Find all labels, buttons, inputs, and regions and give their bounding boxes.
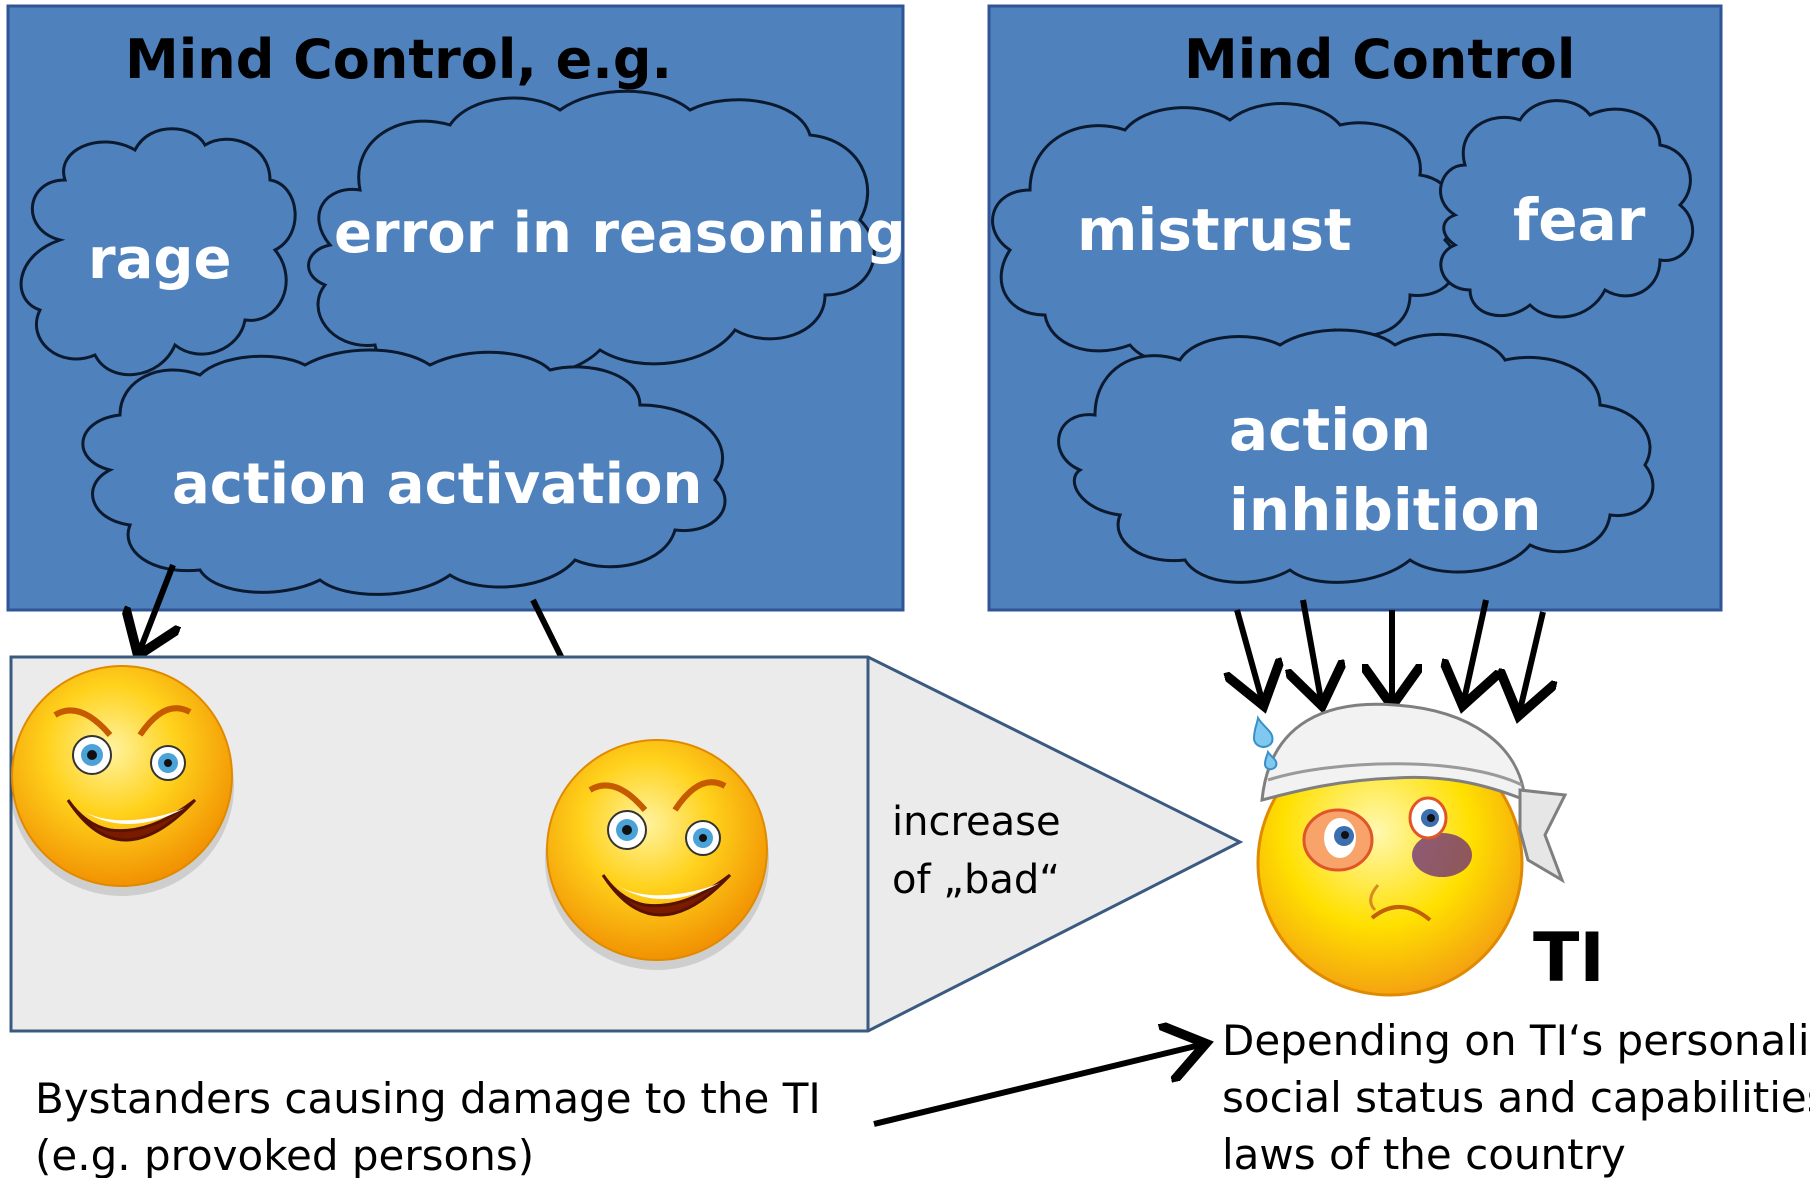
- mistrust-cloud: mistrust: [991, 102, 1458, 366]
- error-in-reasoning-label: error in reasoning: [334, 201, 906, 266]
- action-inhibition-cloud-shape: [1057, 328, 1655, 584]
- angry-face-right-pupil-right: [699, 834, 707, 842]
- arrow-to-bystander-left: [140, 563, 173, 650]
- ti-bandage-band: [1267, 762, 1523, 787]
- action-activation-cloud-shape: [81, 348, 727, 596]
- angry-face-left-head: [11, 665, 233, 887]
- sweat-drop-icon-small: [1263, 749, 1278, 771]
- ti-eye-left-pupil: [1341, 831, 1349, 839]
- ti-label: TI: [1533, 919, 1605, 998]
- ti-bandage-knot: [1518, 788, 1568, 884]
- angry-face-right-pupil-left: [622, 825, 632, 835]
- action-inhibition-label-line1: action: [1229, 396, 1431, 464]
- rage-label: rage: [88, 227, 231, 292]
- angry-face-left: [10, 665, 234, 896]
- right-panel-title: Mind Control: [1184, 28, 1575, 91]
- sweat-drop-icon: [1252, 715, 1274, 748]
- angry-face-right: [545, 739, 769, 970]
- ti-injured-face: [1252, 702, 1568, 997]
- action-inhibition-label-line2: inhibition: [1229, 476, 1542, 544]
- action-activation-label: action activation: [172, 452, 702, 517]
- angry-face-left-brow-right: [137, 705, 192, 737]
- left-mind-control-panel: Mind Control, e.g. rage error in reasoni…: [6, 4, 906, 612]
- angry-face-left-pupil-left: [87, 750, 97, 760]
- callout-text-line2: of „bad“: [892, 857, 1060, 903]
- rage-cloud: rage: [19, 127, 297, 377]
- fear-cloud-shape: [1439, 99, 1695, 319]
- bystanders-to-depending-arrow: [873, 1045, 1200, 1127]
- angry-face-right-brow-left: [588, 782, 648, 812]
- action-inhibition-cloud: action inhibition: [1057, 328, 1655, 584]
- depending-text-line3: laws of the country: [1222, 1130, 1626, 1178]
- right-mind-control-panel: Mind Control mistrust fear action inhibi…: [987, 4, 1723, 612]
- angry-face-right-head: [546, 739, 768, 961]
- inhibition-arrows: [1237, 599, 1543, 710]
- angry-face-right-mouth: [601, 873, 732, 917]
- action-activation-cloud: action activation: [81, 348, 727, 596]
- angry-face-left-mouth: [66, 798, 197, 842]
- ti-eye-right-bruise: [1412, 833, 1472, 877]
- angry-face-left-brow-left: [53, 707, 113, 737]
- fear-label: fear: [1513, 186, 1646, 254]
- depending-text-line2: social status and capabilities;: [1222, 1073, 1810, 1122]
- ti-cheek-line: [1369, 884, 1380, 912]
- inhibition-arrow-4: [1464, 599, 1486, 700]
- bystanders-caption-line1: Bystanders causing damage to the TI: [35, 1074, 821, 1123]
- fear-cloud: fear: [1439, 99, 1695, 319]
- mistrust-label: mistrust: [1077, 196, 1352, 264]
- left-panel-title: Mind Control, e.g.: [125, 28, 672, 91]
- rage-cloud-shape: [19, 127, 297, 377]
- ti-bandage: [1260, 702, 1527, 803]
- angry-face-right-teeth: [613, 883, 720, 899]
- callout-text-line1: increase: [892, 799, 1061, 845]
- bystanders-caption-line2: (e.g. provoked persons): [35, 1131, 534, 1178]
- inhibition-arrow-2: [1303, 599, 1321, 700]
- angry-face-right-brow-right: [672, 779, 727, 812]
- inhibition-arrow-1: [1237, 609, 1262, 700]
- ti-mouth: [1370, 905, 1432, 922]
- inhibition-arrow-5: [1520, 611, 1543, 710]
- ti-eye-right-pupil: [1427, 814, 1435, 822]
- angry-face-left-teeth: [78, 808, 185, 824]
- angry-face-left-pupil-right: [164, 759, 172, 767]
- depending-text-line1: Depending on TI‘s personality,: [1222, 1016, 1810, 1065]
